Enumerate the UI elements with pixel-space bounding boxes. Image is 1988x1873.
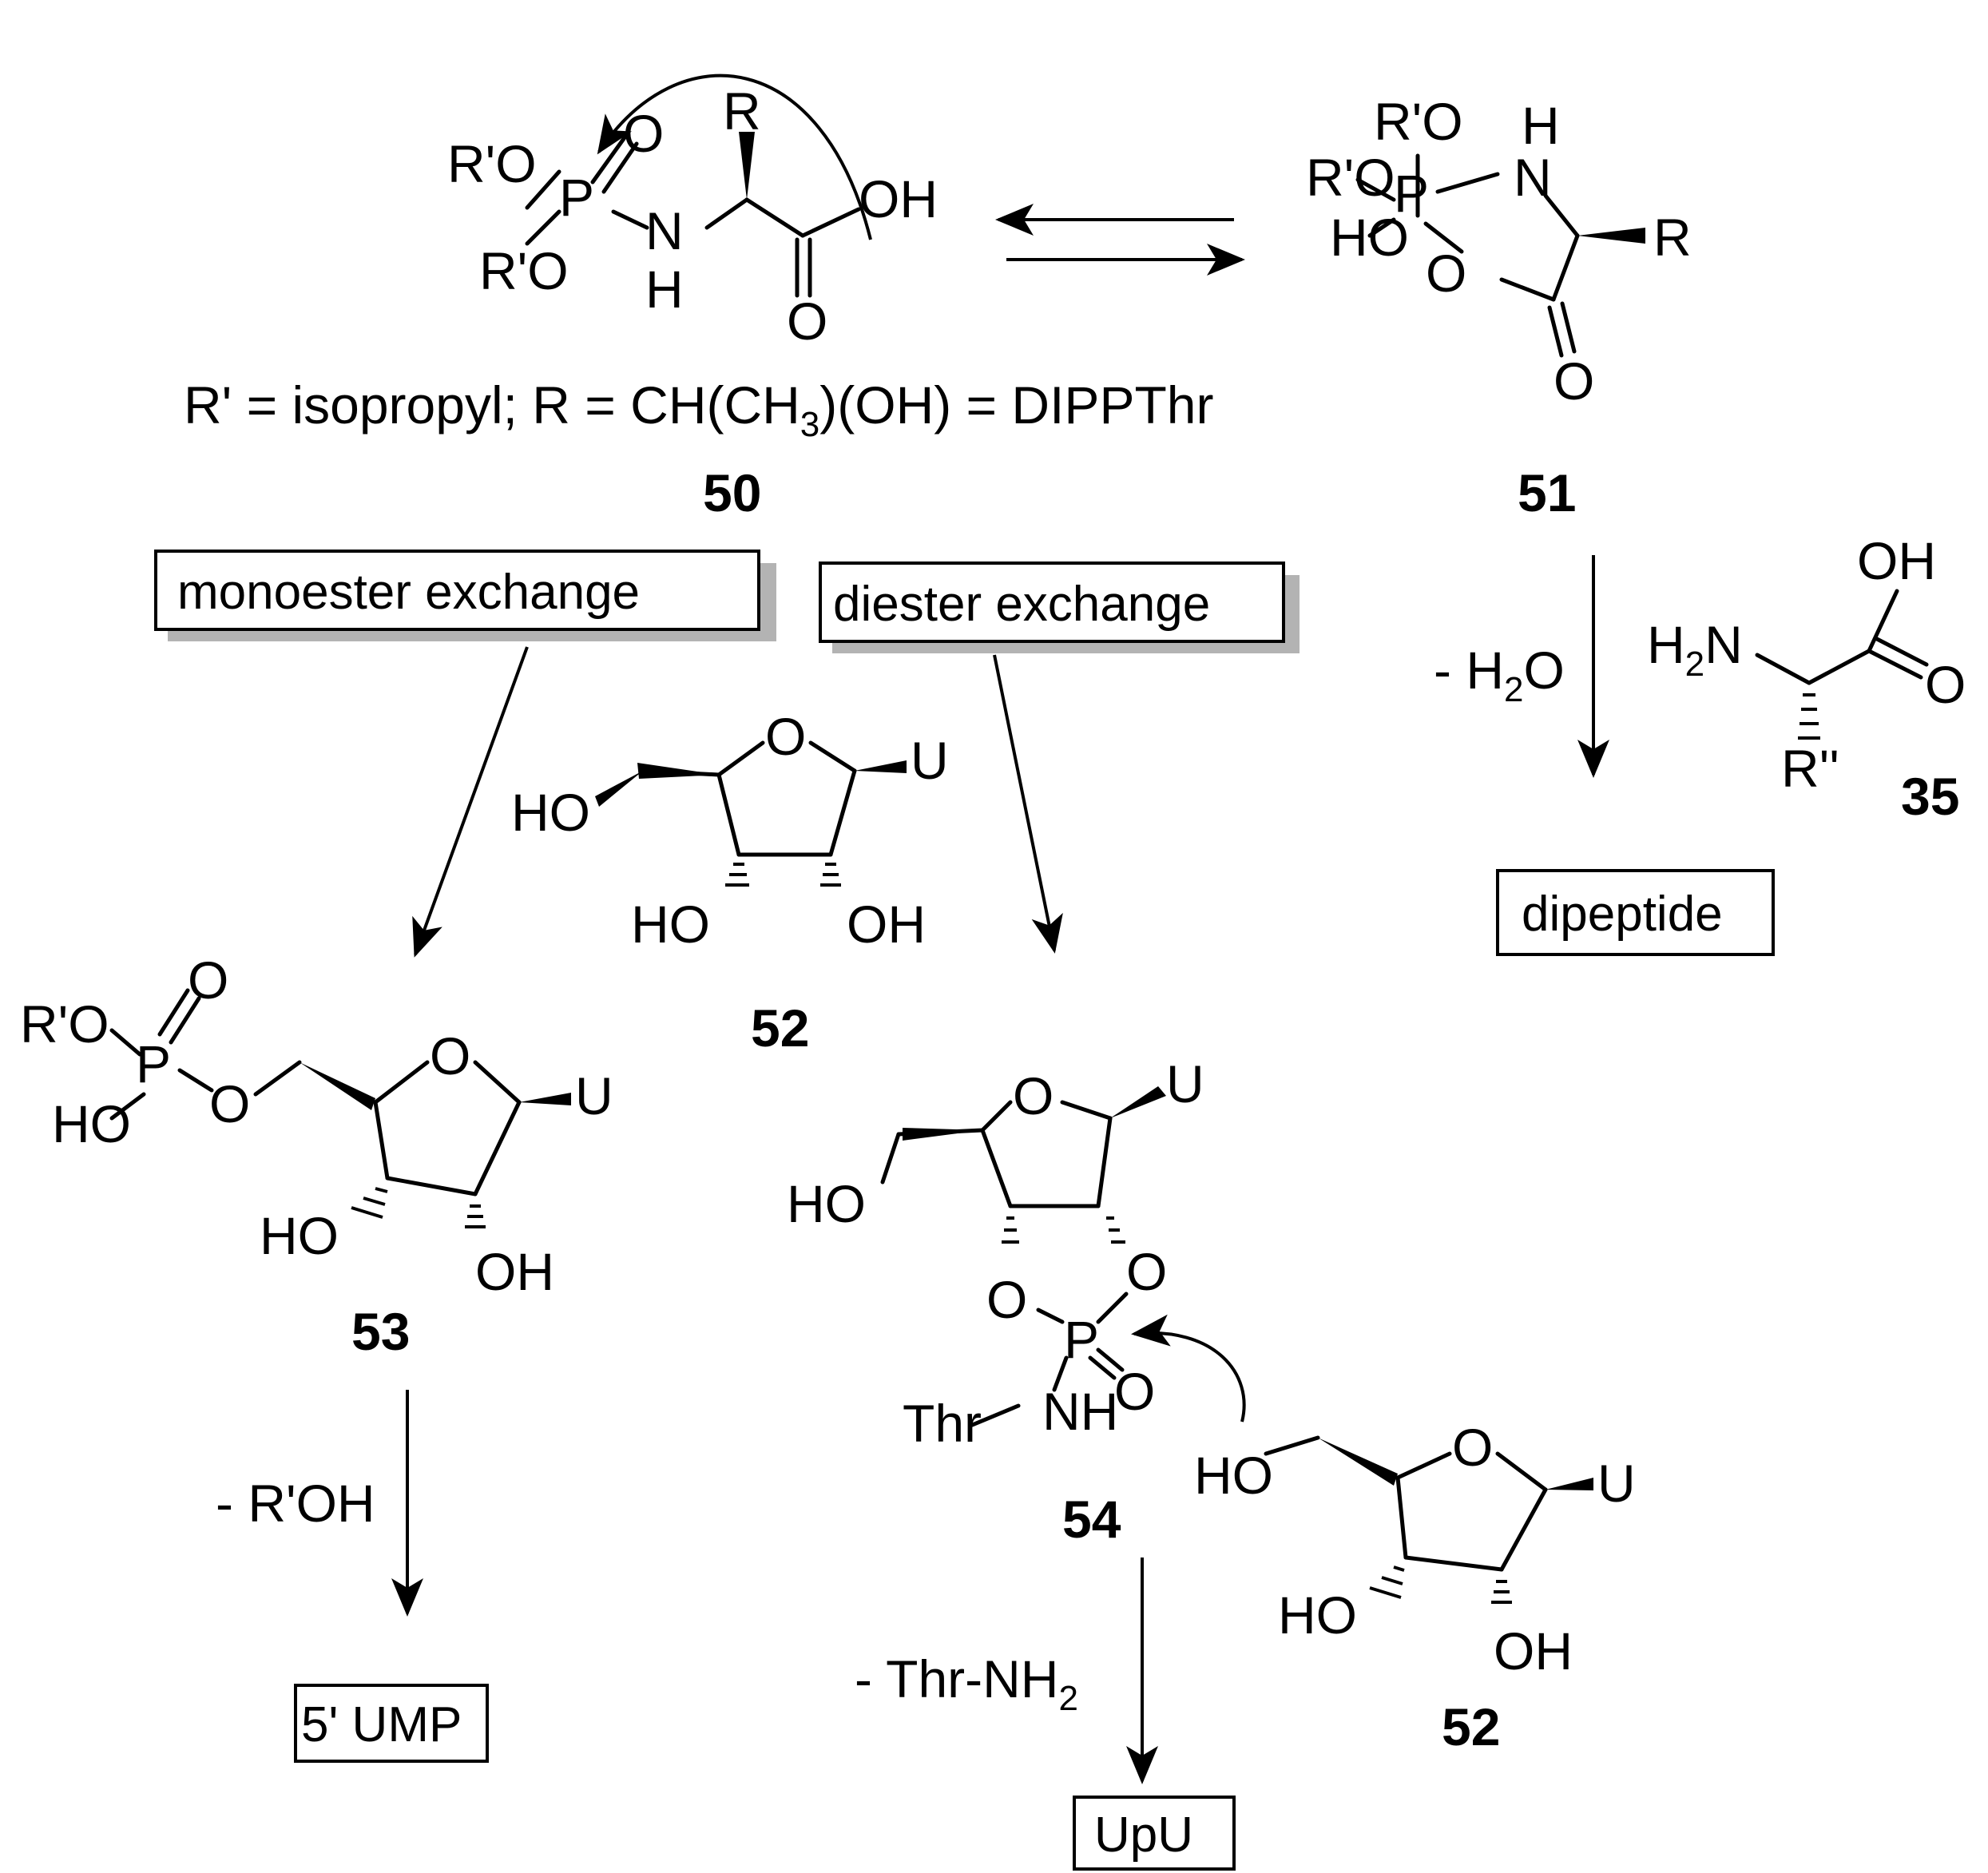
upu-label: UpU <box>1094 1808 1193 1863</box>
atom-label: U <box>911 731 949 790</box>
ump-label: 5' UMP <box>301 1697 462 1752</box>
atom-label: OH <box>859 169 938 228</box>
reagent-water: - H2O <box>1434 641 1565 709</box>
arrow-monoester-to-53 <box>412 646 529 958</box>
atom-label: U <box>575 1066 613 1125</box>
atom-label: O <box>209 1074 250 1133</box>
compound-number: 52 <box>751 998 809 1058</box>
atom-label: OH <box>475 1242 554 1301</box>
monoester-box: monoester exchange <box>154 550 776 641</box>
upu-box: UpU <box>1073 1796 1236 1871</box>
atom-label: HO <box>631 895 710 954</box>
diester-label: diester exchange <box>833 577 1210 632</box>
atom-label: HO <box>260 1206 339 1265</box>
atom-label: R <box>723 81 761 141</box>
atom-label: O <box>787 292 827 351</box>
ump-box: 5' UMP <box>294 1684 489 1763</box>
atom-label: P <box>1394 164 1429 223</box>
atom-label: R'O <box>447 134 537 193</box>
reagent-amine: - Thr-NH2 <box>855 1649 1078 1718</box>
atom-label: HO <box>511 783 590 842</box>
compound-51: R'O R'O P H N HO O R O 51 <box>1306 92 1692 522</box>
atom-label: HO <box>1194 1446 1273 1505</box>
atom-label: HO <box>1330 208 1409 267</box>
atom-label: NH <box>1042 1382 1118 1441</box>
atom-label: O <box>623 104 664 163</box>
atom-label: OH <box>847 895 926 954</box>
curved-attack-arrow <box>597 73 872 240</box>
compound-54: O U HO O O P O NH Thr 54 <box>787 1054 1246 1549</box>
atom-label: P <box>136 1034 171 1093</box>
atom-label: OH <box>1494 1621 1573 1681</box>
compound-number: 53 <box>351 1302 410 1361</box>
atom-label: HO <box>52 1094 131 1153</box>
diester-box: diester exchange <box>819 562 1300 653</box>
reagent-alcohol: - R'OH <box>216 1474 375 1533</box>
monoester-label: monoester exchange <box>177 565 640 620</box>
equilibrium-arrows <box>995 204 1245 276</box>
atom-label: Thr <box>903 1394 982 1453</box>
arrow-diester-to-54 <box>993 654 1063 954</box>
compound-number: 52 <box>1442 1697 1500 1756</box>
dipeptide-box: dipeptide <box>1496 869 1775 956</box>
atom-label: O <box>1013 1066 1054 1125</box>
compound-50: R'O P O R'O N H R OH O R' = isopropyl; R… <box>184 73 1213 522</box>
compound-number: 35 <box>1901 767 1959 826</box>
compound-53: O R'O P O HO O U HO OH 53 <box>20 950 613 1361</box>
atom-label: P <box>1064 1310 1099 1369</box>
atom-label: R'O <box>479 241 569 300</box>
compound-52-upper: O U HO HO OH 52 <box>511 707 949 1058</box>
atom-label: U <box>1597 1454 1636 1513</box>
compound-52-lower: O U HO HO OH 52 <box>1194 1418 1636 1756</box>
atom-label: H2N <box>1647 615 1743 684</box>
atom-label: O <box>1452 1418 1493 1477</box>
atom-label: O <box>430 1026 470 1085</box>
atom-label: O <box>1126 1242 1167 1301</box>
atom-label: HO <box>1278 1585 1357 1645</box>
atom-label: N <box>645 201 684 260</box>
atom-label: H <box>645 260 684 319</box>
atom-label: R'O <box>1306 148 1395 207</box>
atom-label: O <box>1114 1362 1155 1421</box>
dipeptide-label: dipeptide <box>1522 887 1723 942</box>
curved-attack-arrow <box>1131 1314 1246 1423</box>
atom-label: P <box>559 168 594 227</box>
compound-number: 54 <box>1062 1490 1121 1549</box>
atom-label: R <box>1653 208 1692 267</box>
atom-label: O <box>1925 655 1966 714</box>
atom-label: U <box>1166 1054 1204 1113</box>
atom-label: O <box>986 1270 1027 1329</box>
definitions-text: R' = isopropyl; R = CH(CH3)(OH) = DIPPTh… <box>184 375 1213 444</box>
compound-number: 51 <box>1518 463 1576 522</box>
atom-label: O <box>765 707 806 766</box>
compound-35: OH H2N O R'' 35 <box>1647 531 1966 826</box>
atom-label: H <box>1522 96 1560 155</box>
atom-label: R'O <box>20 994 109 1054</box>
atom-label: O <box>188 950 228 1010</box>
atom-label: R'O <box>1374 92 1463 151</box>
atom-label: R'' <box>1781 739 1839 798</box>
compound-number: 50 <box>703 463 761 522</box>
atom-label: N <box>1514 148 1552 207</box>
atom-label: O <box>1553 351 1594 411</box>
atom-label: OH <box>1857 531 1936 590</box>
atom-label: O <box>1426 244 1466 303</box>
atom-label: HO <box>787 1174 866 1233</box>
